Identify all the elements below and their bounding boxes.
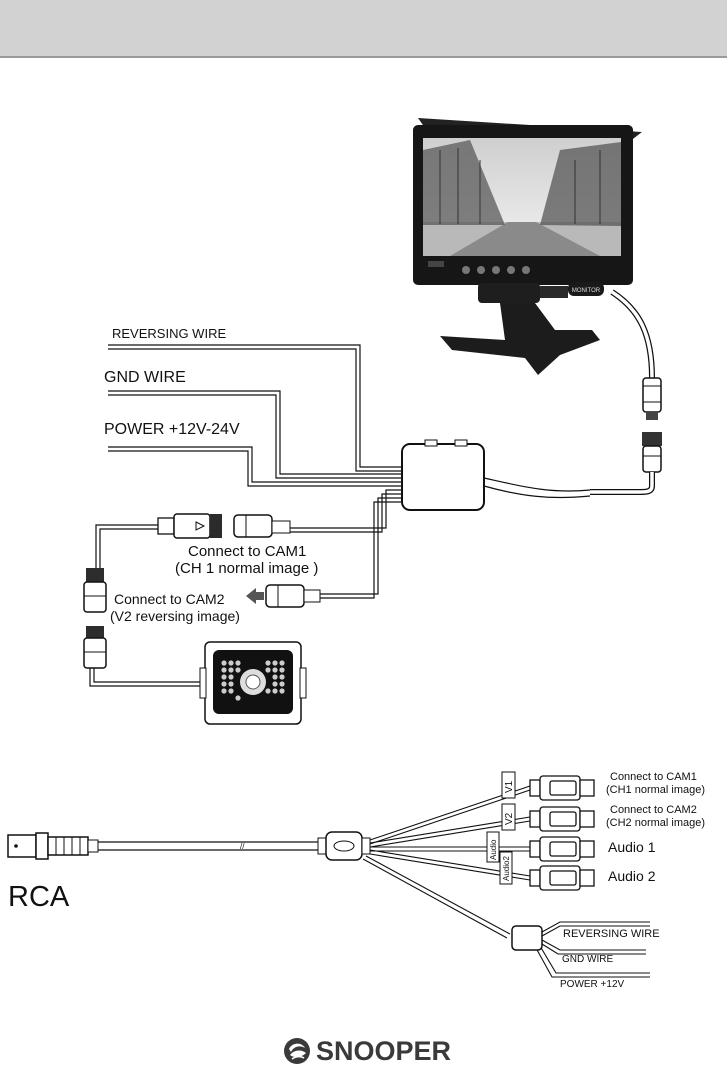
- snooper-logo: SNOOPER: [282, 1034, 451, 1068]
- cam2-label-line2: (V2 reversing image): [110, 608, 240, 624]
- brand-name: SNOOPER: [316, 1035, 452, 1066]
- rca-branch-wires: [362, 785, 650, 978]
- snooper-swirl-logo-icon: [284, 1038, 310, 1064]
- rca-connectors: [529, 775, 595, 891]
- rca-connector-v1: [529, 775, 595, 801]
- rca-audio1-label: Audio 1: [608, 839, 656, 855]
- tag-audio1: Audio: [489, 839, 498, 860]
- rca-cam1-line1: Connect to CAM1: [610, 771, 697, 783]
- cam1-label-line2: (CH 1 normal image ): [175, 560, 318, 577]
- junction-box: [401, 443, 485, 511]
- tag-v2: V2: [504, 812, 515, 825]
- header-band: [0, 0, 727, 56]
- rca-reversing-wire-label: REVERSING WIRE: [563, 928, 660, 940]
- cable-aviation-connector: [642, 432, 662, 446]
- tag-v1: V1: [504, 780, 515, 793]
- rca-title: RCA: [8, 881, 70, 913]
- left-arrow-icon: [246, 588, 264, 604]
- monitor-aviation-connector: [642, 377, 662, 413]
- monitor-button: [462, 266, 470, 274]
- rca-splitter: [325, 831, 363, 861]
- reversing-wire-label: REVERSING WIRE: [112, 326, 226, 341]
- tag-audio2: Audio2: [502, 856, 511, 881]
- rca-audio2-label: Audio 2: [608, 868, 656, 884]
- rca-cam1-line2: (CH1 normal image): [606, 784, 705, 796]
- monitor-badge: [568, 282, 604, 296]
- cam1-connector: [157, 513, 291, 539]
- cam2-label-line1: Connect to CAM2: [114, 591, 225, 607]
- rca-tags: V1 V2 Audio Audio2: [486, 771, 516, 885]
- monitor-badge-label: MONITOR: [572, 288, 601, 294]
- rca-power-label: POWER +12V: [560, 979, 625, 990]
- svg-text://: //: [240, 842, 245, 851]
- rca-connector-audio1: [529, 836, 595, 862]
- rca-cam2-line1: Connect to CAM2: [610, 804, 697, 816]
- monitor-base: [440, 303, 600, 375]
- cam2-connector: [246, 584, 321, 608]
- monitor-button: [522, 266, 530, 274]
- rca-control-box: [511, 925, 543, 951]
- monitor-button: [507, 266, 515, 274]
- monitor-button: [477, 266, 485, 274]
- rca-connector-v2: [529, 806, 595, 832]
- top-wiring: [89, 344, 591, 687]
- rca-gnd-wire-label: GND WIRE: [562, 954, 613, 965]
- monitor-mount: [478, 283, 540, 303]
- monitor-illustration: MONITOR: [413, 118, 662, 495]
- camera-aviation-connectors: [83, 568, 107, 669]
- gnd-wire-label: GND WIRE: [104, 369, 186, 386]
- cam1-label-line1: Connect to CAM1: [188, 543, 306, 560]
- rca-cam2-line2: (CH2 normal image): [606, 817, 705, 829]
- header-rule: [0, 56, 727, 58]
- rca-connector-audio2: [529, 865, 595, 891]
- camera-illustration: [199, 641, 307, 725]
- rca-cable: //: [7, 831, 371, 861]
- monitor-button: [492, 266, 500, 274]
- power-label: POWER +12V-24V: [104, 421, 240, 438]
